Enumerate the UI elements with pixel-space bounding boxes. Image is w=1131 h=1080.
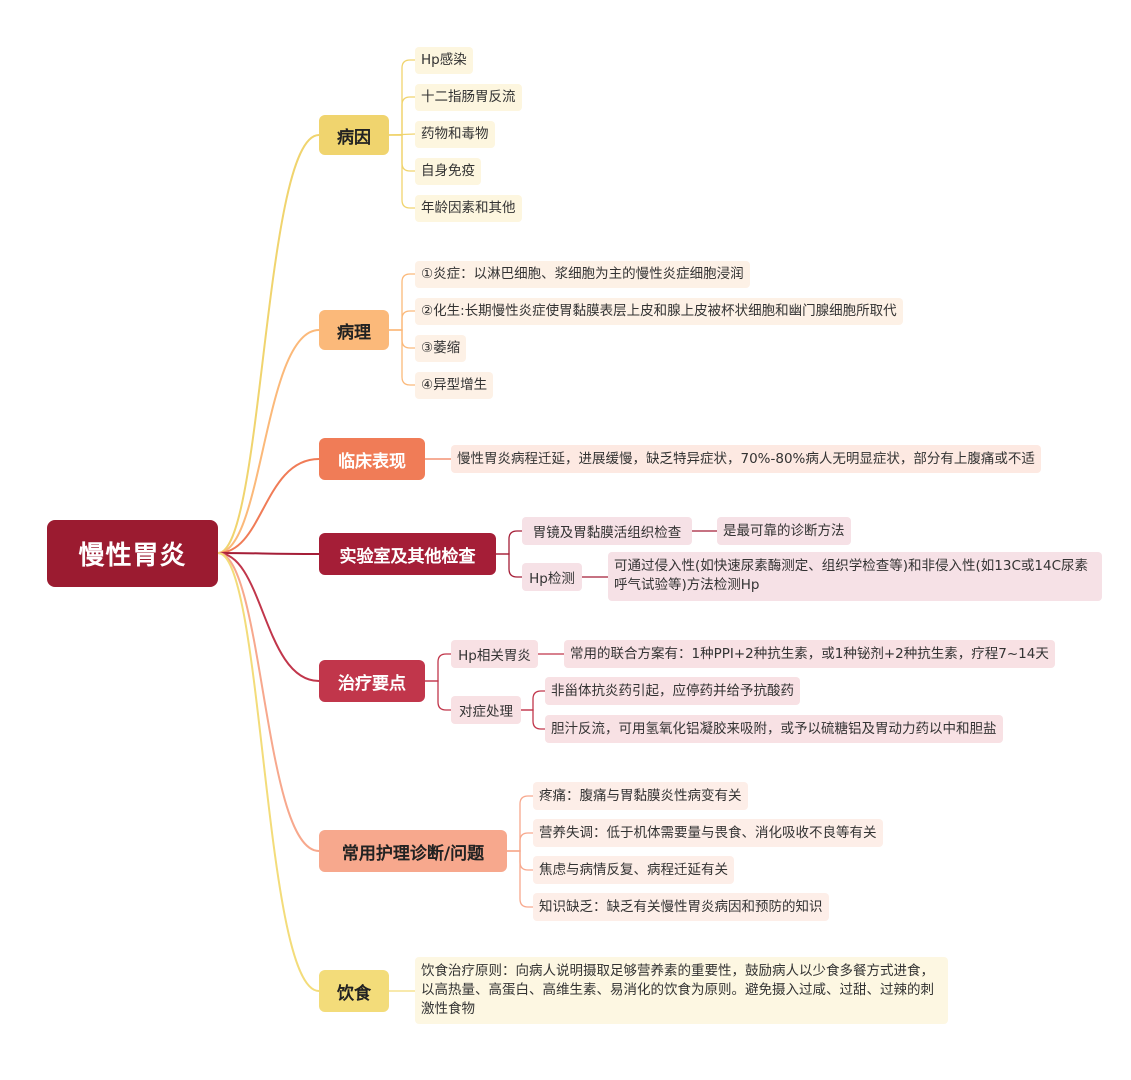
lab-gastroscopy-detail[interactable]: 是最可靠的诊断方法: [717, 517, 851, 545]
cause-item-2[interactable]: 十二指肠胃反流: [415, 84, 522, 111]
clinical-text[interactable]: 慢性胃炎病程迁延，进展缓慢，缺乏特异症状，70%-80%病人无明显症状，部分有上…: [451, 445, 1041, 473]
lab-hp-detail[interactable]: 可通过侵入性(如快速尿素酶测定、组织学检查等)和非侵入性(如13C或14C尿素呼…: [608, 552, 1102, 601]
link-lab-2: [496, 553, 522, 578]
link-pathology-2: [389, 310, 415, 331]
branch-nursing[interactable]: 常用护理诊断/问题: [319, 830, 507, 872]
link-treatment-1: [425, 653, 451, 682]
link-root-treatment: [217, 552, 320, 682]
cause-item-4[interactable]: 自身免疫: [415, 158, 481, 185]
link-root-diet: [217, 552, 320, 992]
lab-gastroscopy[interactable]: 胃镜及胃黏膜活组织检查: [522, 517, 692, 545]
nursing-item-1[interactable]: 疼痛：腹痛与胃黏膜炎性病变有关: [533, 782, 748, 810]
branch-pathology[interactable]: 病理: [319, 310, 389, 350]
root-node[interactable]: 慢性胃炎: [47, 520, 218, 587]
link-root-pathology: [217, 329, 320, 554]
treatment-hp-detail[interactable]: 常用的联合方案有：1种PPI+2种抗生素，或1种铋剂+2种抗生素，疗程7~14天: [564, 640, 1055, 668]
nursing-item-3[interactable]: 焦虑与病情反复、病程迁延有关: [533, 856, 734, 884]
cause-item-1[interactable]: Hp感染: [415, 47, 473, 74]
nursing-item-2[interactable]: 营养失调：低于机体需要量与畏食、消化吸收不良等有关: [533, 819, 883, 847]
treatment-symptomatic[interactable]: 对症处理: [451, 696, 521, 724]
link-nursing-1: [507, 795, 533, 852]
treatment-symptomatic-item-2[interactable]: 胆汁反流，可用氢氧化铝凝胶来吸附，或予以硫糖铝及胃动力药以中和胆盐: [545, 715, 1003, 743]
link-symptomatic-2: [521, 709, 545, 730]
cause-item-3[interactable]: 药物和毒物: [415, 121, 495, 148]
pathology-item-1[interactable]: ①炎症：以淋巴细胞、浆细胞为主的慢性炎症细胞浸润: [415, 261, 750, 288]
cause-item-5[interactable]: 年龄因素和其他: [415, 195, 522, 222]
link-lab-1: [496, 530, 522, 555]
pathology-item-4[interactable]: ④异型增生: [415, 372, 494, 399]
branch-cause[interactable]: 病因: [319, 115, 389, 155]
nursing-item-4[interactable]: 知识缺乏：缺乏有关慢性胃炎病因和预防的知识: [533, 893, 829, 921]
link-symptomatic-1: [521, 690, 545, 711]
link-nursing-2: [507, 832, 533, 852]
link-root-nursing: [217, 552, 320, 852]
link-cause-1: [389, 59, 415, 136]
lab-hp[interactable]: Hp检测: [522, 563, 582, 591]
pathology-item-2[interactable]: ②化生:长期慢性炎症使胃黏膜表层上皮和腺上皮被杯状细胞和幽门腺细胞所取代: [415, 298, 903, 325]
treatment-symptomatic-item-1[interactable]: 非甾体抗炎药引起，应停药并给予抗酸药: [545, 677, 800, 705]
branch-lab[interactable]: 实验室及其他检查: [319, 533, 496, 575]
link-pathology-1: [389, 273, 415, 331]
treatment-hp[interactable]: Hp相关胃炎: [451, 640, 538, 668]
branch-diet[interactable]: 饮食: [319, 970, 389, 1012]
link-root-clinical: [217, 458, 320, 554]
link-root-cause: [217, 134, 320, 554]
link-nursing-4: [507, 850, 533, 908]
link-cause-2: [389, 96, 415, 136]
link-treatment-2: [425, 680, 451, 711]
link-root-lab: [217, 552, 320, 555]
pathology-item-3[interactable]: ③萎缩: [415, 335, 467, 362]
link-cause-5: [389, 134, 415, 209]
diet-text[interactable]: 饮食治疗原则：向病人说明摄取足够营养素的重要性，鼓励病人以少食多餐方式进食，以高…: [415, 957, 948, 1024]
link-pathology-4: [389, 329, 415, 386]
branch-clinical[interactable]: 临床表现: [319, 438, 425, 480]
branch-treatment[interactable]: 治疗要点: [319, 660, 425, 702]
